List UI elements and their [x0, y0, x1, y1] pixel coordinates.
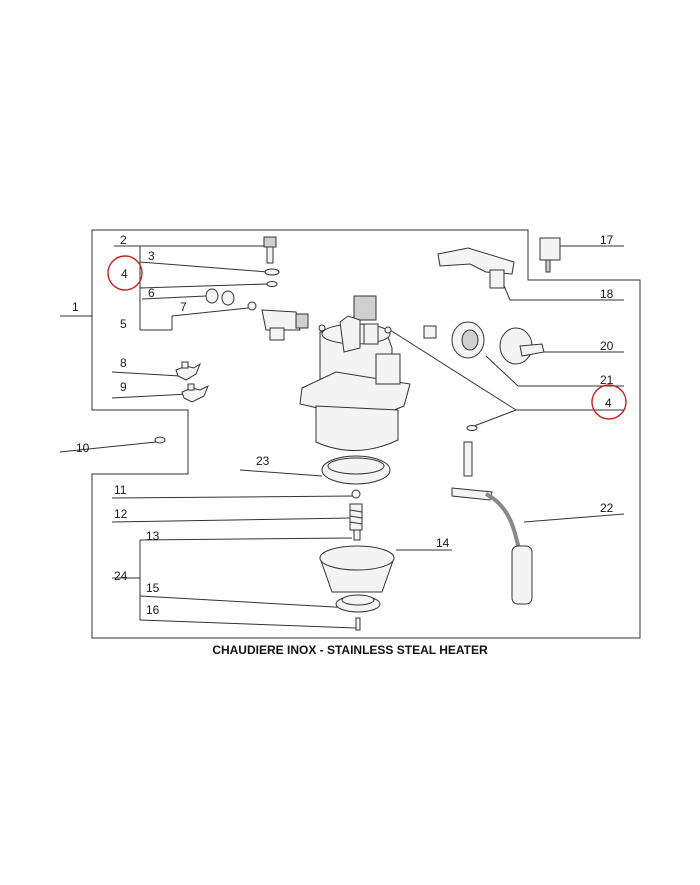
label-9: 9: [120, 380, 127, 394]
part-knob-assembly-20: [423, 321, 545, 365]
label-4-right: 4: [605, 396, 612, 410]
label-15: 15: [146, 581, 160, 595]
part-washer-10: [154, 436, 166, 444]
label-21: 21: [600, 373, 614, 387]
label-1: 1: [72, 300, 79, 314]
part-ring-23-inner: [327, 457, 385, 475]
label-10: 10: [76, 441, 90, 455]
part-probe-22: [451, 441, 533, 605]
label-3: 3: [148, 249, 155, 263]
part-filter-15: [335, 594, 381, 613]
label-24: 24: [114, 569, 128, 583]
label-4-left: 4: [121, 267, 128, 281]
part-spring-12: [349, 503, 363, 531]
part-microswitch-17: [539, 237, 561, 273]
part-ball-11: [351, 489, 361, 499]
diagram-caption: CHAUDIERE INOX - STAINLESS STEAL HEATER: [212, 643, 488, 657]
part-heater-body: [299, 295, 411, 451]
part-seal-4-right: [466, 425, 478, 431]
label-23: 23: [256, 454, 270, 468]
leader-lines: [59, 245, 625, 629]
part-cup-14: [319, 545, 395, 593]
part-bracket-18: [437, 247, 515, 289]
label-20: 20: [600, 339, 614, 353]
part-screw-2: [263, 236, 277, 264]
label-2: 2: [120, 233, 127, 247]
label-7: 7: [180, 300, 187, 314]
highlight-ring-left: [107, 255, 143, 291]
part-wing-nut-8: [175, 361, 202, 381]
diagram-border: [91, 229, 641, 639]
part-valve-5: [261, 309, 309, 341]
label-6: 6: [148, 286, 155, 300]
label-17: 17: [600, 233, 614, 247]
label-18: 18: [600, 287, 614, 301]
label-8: 8: [120, 356, 127, 370]
part-orings-6: [205, 288, 257, 311]
label-14: 14: [436, 536, 450, 550]
callout-labels: 1 2 3 4 5 6 7 8 9 10 11 12 13 14 15 16 1…: [72, 233, 614, 617]
label-16: 16: [146, 603, 160, 617]
part-washer-3: [264, 268, 280, 276]
label-13: 13: [146, 529, 160, 543]
label-11: 11: [114, 483, 127, 497]
label-5: 5: [120, 317, 127, 331]
part-seal-4-top: [266, 281, 278, 287]
label-12: 12: [114, 507, 128, 521]
label-22: 22: [600, 501, 614, 515]
part-wing-nut-9: [181, 383, 209, 403]
part-pin-13: [353, 529, 361, 541]
part-screw-16: [355, 617, 361, 631]
highlight-ring-right: [591, 384, 627, 420]
